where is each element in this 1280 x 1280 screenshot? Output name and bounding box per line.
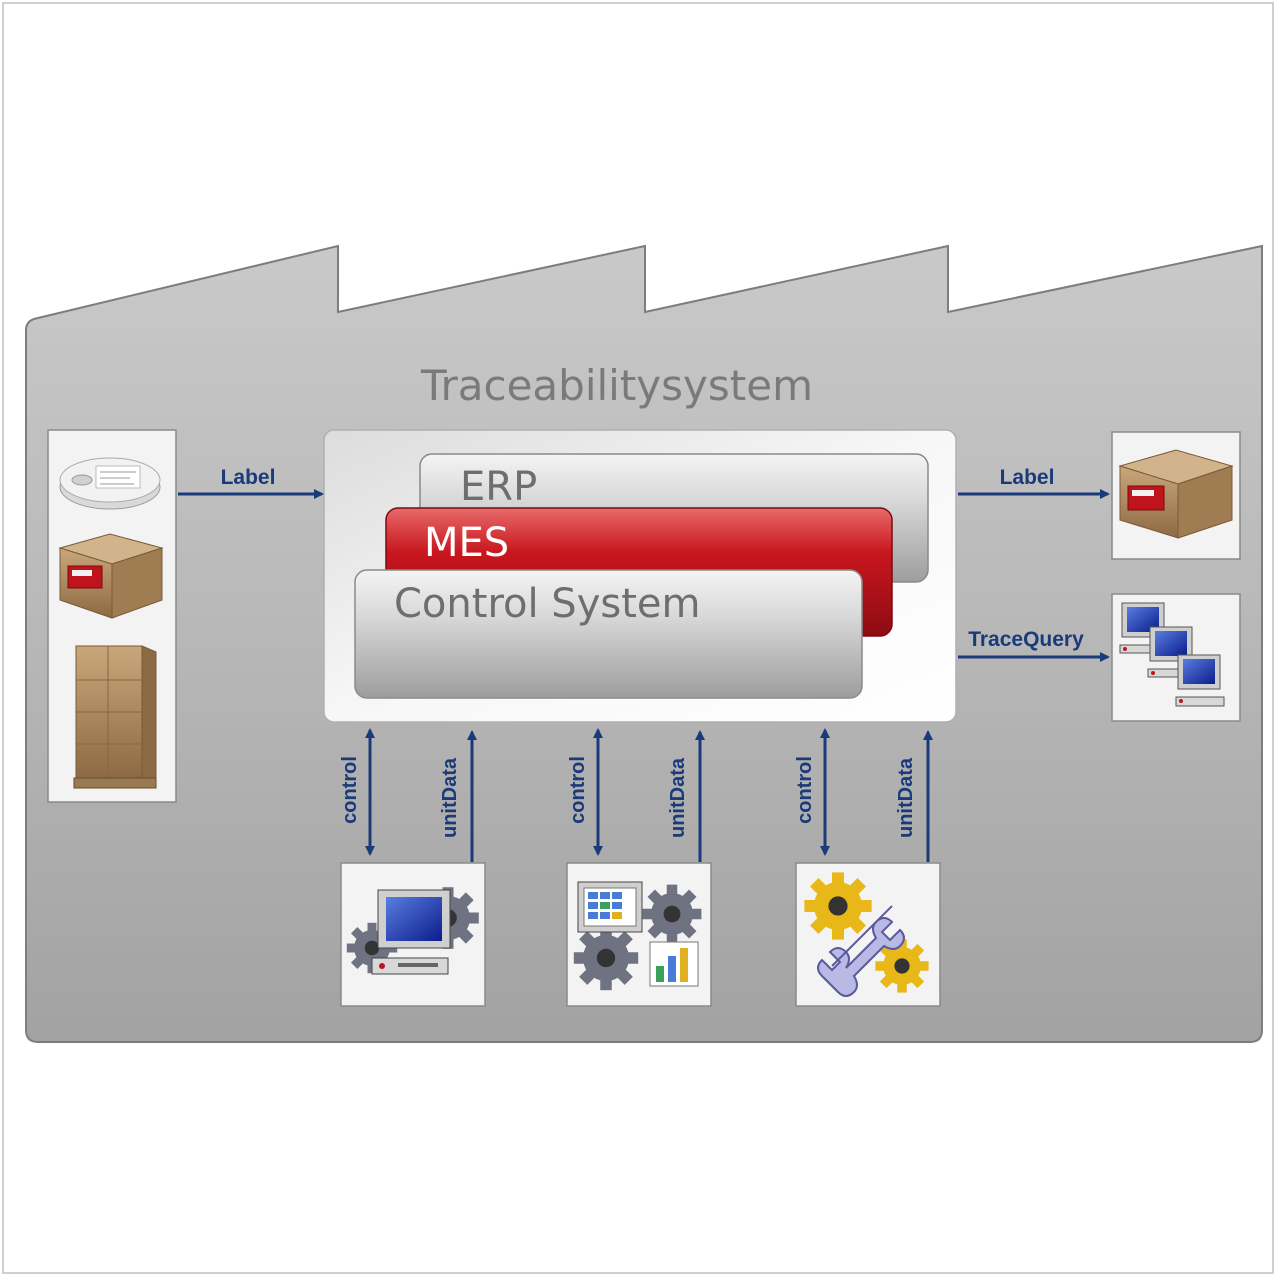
- trace-query-text: TraceQuery: [968, 628, 1084, 651]
- unitdata-text-2: unitData: [667, 757, 689, 838]
- diagram-title: Traceabilitysystem: [420, 361, 813, 410]
- gears-wrench-icon: [804, 872, 929, 997]
- mes-label: MES: [424, 520, 509, 566]
- station-2-panel: [566, 862, 712, 1007]
- unitdata-text-3: unitData: [895, 757, 917, 838]
- control-system-layer: Control System: [354, 569, 863, 699]
- control-text-1: control: [339, 756, 361, 824]
- unitdata-text-1: unitData: [439, 757, 461, 838]
- station-3-panel: [795, 862, 941, 1007]
- computer-network-icon: [1119, 602, 1225, 707]
- erp-label: ERP: [460, 464, 537, 510]
- monitor-chart-gears-icon: [573, 881, 702, 991]
- input-materials-panel: [47, 429, 177, 803]
- computer-gears-icon: [346, 887, 479, 975]
- component-reel-icon: [59, 457, 161, 510]
- control-text-2: control: [567, 756, 589, 824]
- labeled-box-icon: [58, 533, 164, 619]
- output-label-text: Label: [1000, 466, 1055, 489]
- output-box-panel: [1111, 431, 1241, 560]
- input-label-text: Label: [221, 466, 276, 489]
- control-system-label: Control System: [394, 581, 700, 627]
- labeled-box-icon: [1118, 449, 1234, 539]
- control-text-3: control: [794, 756, 816, 824]
- pallet-boxes-icon: [73, 645, 157, 789]
- station-1-panel: [340, 862, 486, 1007]
- trace-clients-panel: [1111, 593, 1241, 722]
